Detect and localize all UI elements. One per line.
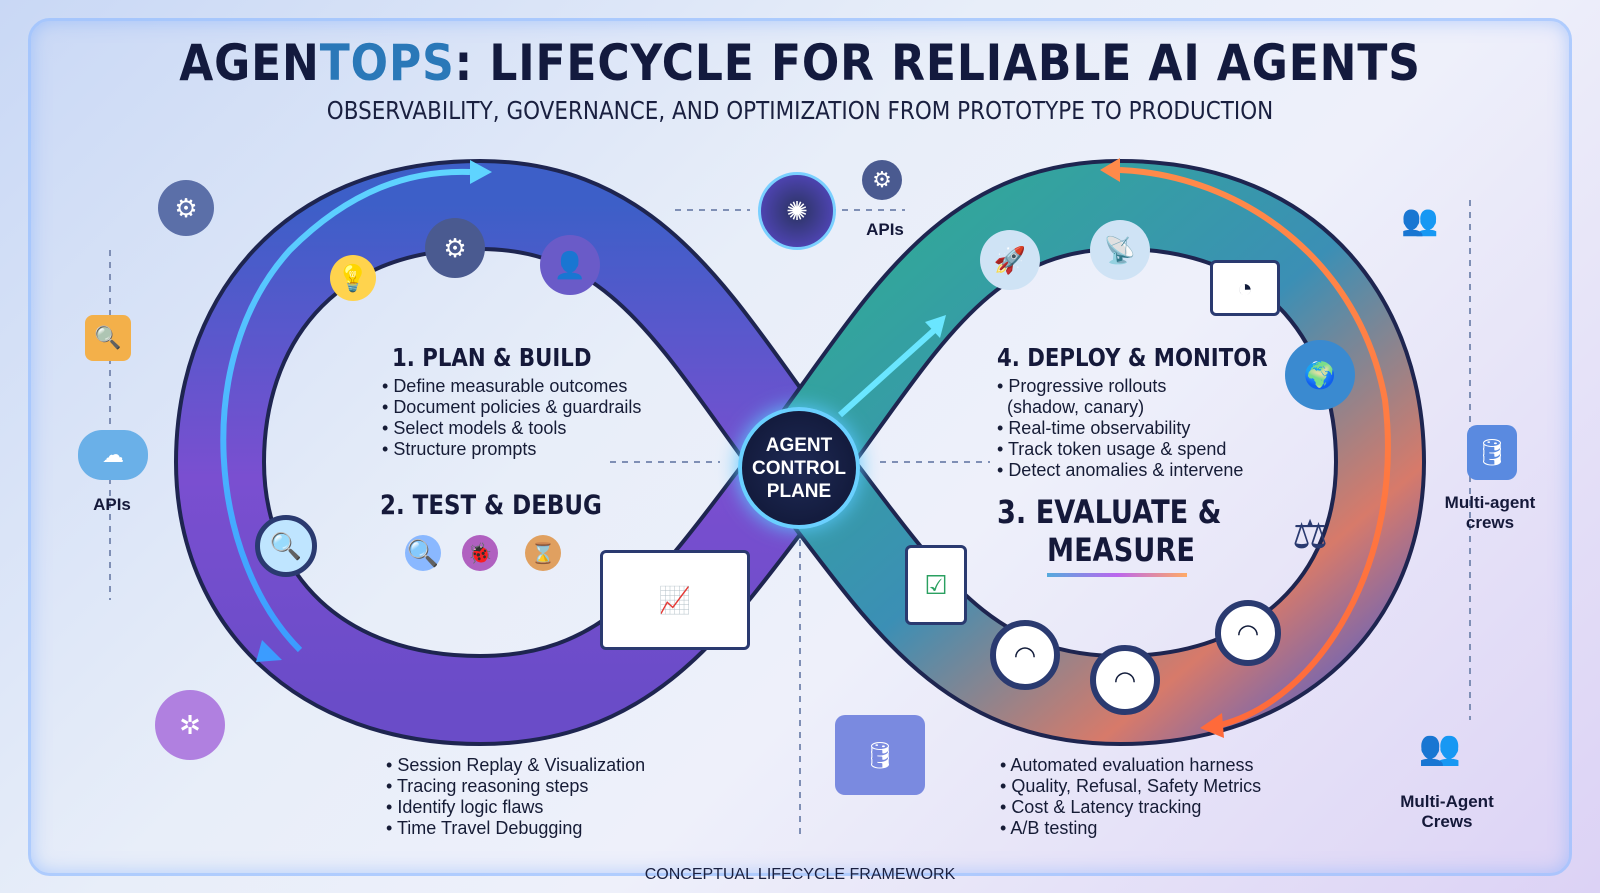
network-icon: ✲ bbox=[155, 690, 225, 760]
list-item: Quality, Refusal, Safety Metrics bbox=[1000, 776, 1261, 797]
apis-label: APIs bbox=[93, 495, 131, 514]
hourglass-icon: ⌛ bbox=[525, 535, 561, 571]
stage-title: MEASURE bbox=[1047, 531, 1195, 569]
gear-icon: ⚙ bbox=[862, 160, 902, 200]
list-item: Select models & tools bbox=[382, 418, 641, 439]
list-item: Define measurable outcomes bbox=[382, 376, 641, 397]
list-item: Real-time observability bbox=[997, 418, 1315, 439]
page-subtitle: OBSERVABILITY, GOVERNANCE, AND OPTIMIZAT… bbox=[326, 96, 1274, 125]
user-icon: 👤 bbox=[540, 235, 600, 295]
list-item: Tracing reasoning steps bbox=[386, 776, 645, 797]
cloud-icon: ☁ bbox=[78, 430, 148, 480]
gear-icon: ⚙ bbox=[425, 218, 485, 278]
footer: CONCEPTUAL LIFECYCLE FRAMEWORK bbox=[644, 866, 956, 883]
scales-icon: ⚖ bbox=[1292, 513, 1328, 557]
stage-deploy-monitor: 4. DEPLOY & MONITOR Progressive rollouts… bbox=[997, 343, 1315, 481]
rocket-icon: 🚀 bbox=[980, 230, 1040, 290]
stage-plan-build: 1. PLAN & BUILD Define measurable outcom… bbox=[392, 343, 641, 460]
analytics-chart-icon: 📈 bbox=[600, 550, 750, 650]
list-item: Identify logic flaws bbox=[386, 797, 645, 818]
stage-title: 2. TEST & DEBUG bbox=[380, 490, 602, 521]
team-icon: 👥 bbox=[1418, 728, 1462, 767]
apis-label: APIs bbox=[866, 220, 904, 239]
magnifier-icon: 🔍 bbox=[255, 515, 317, 577]
dashboard-icon: ◔ bbox=[1210, 260, 1280, 316]
stage-test-debug: 2. TEST & DEBUG bbox=[380, 490, 641, 521]
list-item: Cost & Latency tracking bbox=[1000, 797, 1261, 818]
stage-title: 4. DEPLOY & MONITOR bbox=[997, 343, 1268, 372]
page-title: AGENTOPS: LIFECYCLE FOR RELIABLE AI AGEN… bbox=[179, 34, 1421, 92]
list-item: Time Travel Debugging bbox=[386, 818, 645, 839]
gauge-icon: ◠ bbox=[1090, 645, 1160, 715]
checklist-icon: ☑ bbox=[905, 545, 967, 625]
list-item: Progressive rollouts bbox=[997, 376, 1315, 397]
database-icon: 🛢 bbox=[835, 715, 925, 795]
list-item: Track token usage & spend bbox=[997, 439, 1315, 460]
list-item: Detect anomalies & intervene bbox=[997, 460, 1315, 481]
chat-search-icon: 🔍 bbox=[405, 535, 441, 571]
lightbulb-icon: 💡 bbox=[330, 255, 376, 301]
list-item: Structure prompts bbox=[382, 439, 641, 460]
database-gear-icon: 🛢 bbox=[1467, 425, 1517, 480]
evaluate-list: Automated evaluation harness Quality, Re… bbox=[1000, 755, 1261, 839]
stage-title: 1. PLAN & BUILD bbox=[392, 343, 592, 372]
multi-agent-crews-label: Multi-agent crews bbox=[1444, 493, 1536, 532]
list-item: Automated evaluation harness bbox=[1000, 755, 1261, 776]
gauge-icon: ◠ bbox=[1215, 600, 1281, 666]
search-document-icon: 🔍 bbox=[85, 315, 131, 361]
stage-evaluate-measure: 3. EVALUATE & MEASURE bbox=[997, 493, 1237, 577]
bug-icon: 🐞 bbox=[462, 535, 498, 571]
frame bbox=[28, 18, 1572, 876]
ai-logo-icon: ✺ bbox=[758, 172, 836, 250]
list-item: Document policies & guardrails bbox=[382, 397, 641, 418]
list-item: (shadow, canary) bbox=[1007, 397, 1145, 417]
multi-agent-crews-label: Multi-Agent Crews bbox=[1400, 792, 1494, 831]
satellite-dish-icon: 📡 bbox=[1090, 220, 1150, 280]
stage-title: 3. EVALUATE & bbox=[997, 493, 1222, 531]
gear-icon: ⚙ bbox=[158, 180, 214, 236]
list-item: Session Replay & Visualization bbox=[386, 755, 645, 776]
team-icon: 👥 bbox=[1401, 203, 1439, 237]
gauge-icon: ◠ bbox=[990, 620, 1060, 690]
rainbow-underline bbox=[1047, 573, 1187, 577]
test-debug-list: Session Replay & Visualization Tracing r… bbox=[386, 755, 645, 839]
list-item: A/B testing bbox=[1000, 818, 1261, 839]
